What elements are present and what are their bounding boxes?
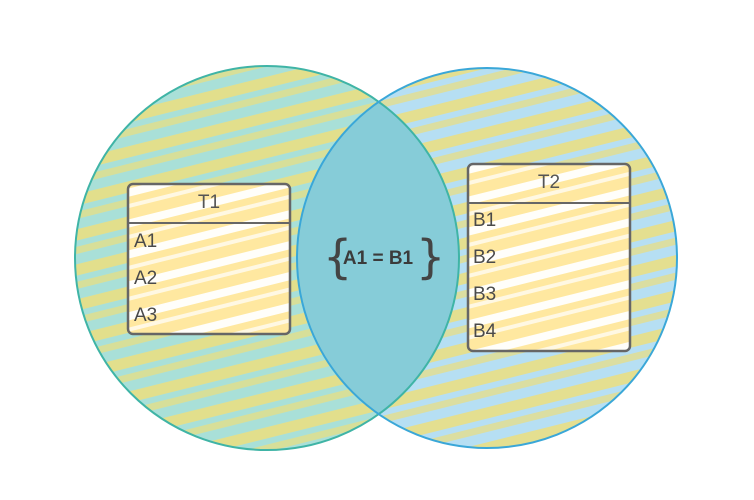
- table-t2-row: B3: [473, 284, 496, 305]
- join-condition: { A1 = B1 }: [323, 230, 445, 284]
- table-t2: T2 B1 B2 B3 B4: [466, 162, 632, 353]
- left-set-outline: [74, 65, 460, 451]
- join-condition-label: A1 = B1: [343, 248, 414, 269]
- table-t1-title: T1: [198, 192, 220, 213]
- right-set-outline: [296, 67, 678, 449]
- table-t1-row: A3: [134, 305, 157, 326]
- intersection-region: [297, 68, 459, 448]
- table-t1-row: A1: [134, 231, 157, 252]
- table-t2-row: B2: [473, 247, 496, 268]
- open-brace: {: [323, 230, 352, 284]
- table-t2-row: B4: [473, 321, 497, 342]
- table-t1-row: A2: [134, 268, 157, 289]
- table-t2-title: T2: [538, 172, 560, 193]
- close-brace: }: [416, 230, 445, 284]
- table-t1: T1 A1 A2 A3: [126, 182, 292, 336]
- table-t2-row: B1: [473, 210, 496, 231]
